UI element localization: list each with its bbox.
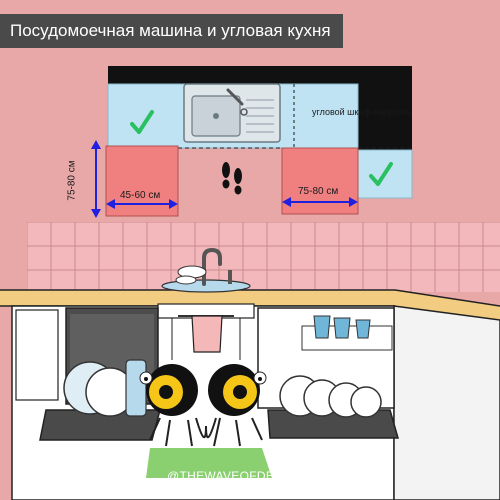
towel — [191, 315, 223, 353]
corner-cabinet-label: угловой шкаф-карусель — [312, 107, 412, 117]
cabinet-width-label: 75-80 см — [298, 186, 339, 197]
kitchen-elevation — [0, 222, 500, 500]
cabinet-plan — [281, 147, 359, 215]
bee-characters — [139, 364, 267, 447]
floor-mark — [146, 448, 272, 478]
right-dishwasher — [257, 307, 399, 439]
faucet-icon — [202, 247, 222, 286]
page-title: Посудомоечная машина и угловая кухня — [0, 14, 343, 48]
dishwasher-width-arrow — [106, 199, 178, 209]
checkmark-icon — [369, 162, 393, 186]
cabinet-width-arrow — [282, 197, 358, 207]
watermark: @THEWAVEOFDECOR — [167, 469, 302, 483]
sink-plan — [183, 83, 281, 143]
dishwasher-plan — [105, 145, 179, 217]
sink — [161, 247, 251, 293]
footprints-icon — [222, 162, 242, 195]
dishwasher-width-label: 45-60 см — [120, 190, 161, 201]
checkmark-icon — [130, 110, 154, 134]
floor-plan — [91, 66, 413, 218]
height-arrow — [91, 140, 101, 218]
height-label: 75-80 см — [66, 160, 78, 201]
backsplash — [27, 222, 500, 292]
left-dishwasher — [39, 307, 161, 441]
